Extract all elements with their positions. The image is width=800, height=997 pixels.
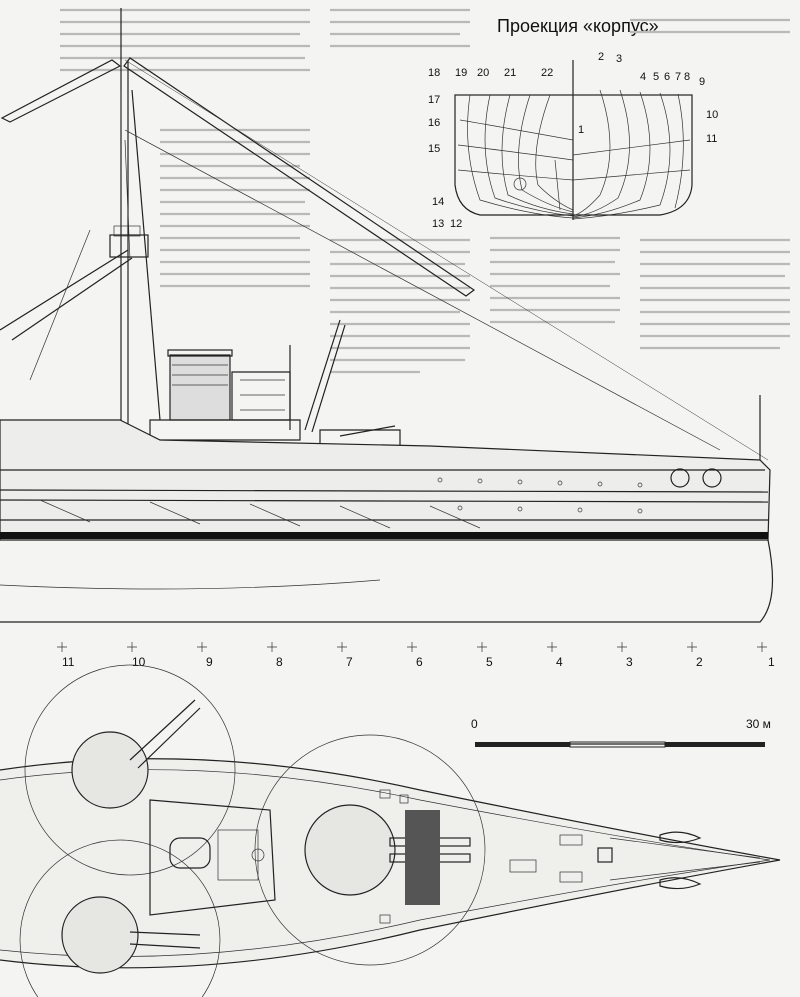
station-label: 2 — [598, 51, 604, 63]
side-profile — [0, 8, 774, 623]
hatched-deck-area — [405, 810, 440, 905]
fore-top — [109, 234, 149, 258]
anchor-hawse-1 — [670, 468, 690, 488]
station-mark: 1 — [768, 655, 775, 669]
station-label: 12 — [450, 218, 462, 230]
station-label: 4 — [640, 71, 646, 83]
station-label: 22 — [541, 67, 553, 79]
station-label: 20 — [477, 67, 489, 79]
station-label: 7 — [675, 71, 681, 83]
station-label: 18 — [428, 67, 440, 79]
station-mark: 4 — [556, 655, 563, 669]
propeller-shaft-circle — [513, 177, 527, 191]
tripod-leg — [0, 249, 129, 331]
station-mark: 6 — [416, 655, 423, 669]
station-marks: 11 10 9 8 7 6 5 4 3 2 1 — [62, 655, 775, 669]
scale-bar-start-label: 0 — [471, 717, 478, 731]
wing-turret-port — [71, 731, 149, 809]
station-label: 11 — [706, 133, 717, 145]
station-label: 17 — [428, 94, 440, 106]
wing-turret-starboard — [61, 896, 139, 974]
body-plan-title: Проекция «корпус» — [497, 16, 659, 36]
station-mark: 10 — [132, 655, 146, 669]
bridge-structure — [231, 371, 291, 421]
station-mark: 5 — [486, 655, 493, 669]
anchor-hawse-2 — [702, 468, 722, 488]
derrick-boom — [123, 57, 476, 297]
station-label: 19 — [455, 67, 467, 79]
waterline-stripe — [0, 532, 768, 539]
background-text-lines — [60, 8, 790, 374]
station-label: 6 — [664, 71, 670, 83]
station-label: 1 — [578, 124, 584, 136]
stay-wire — [124, 129, 721, 451]
anchor-port — [659, 831, 702, 844]
station-label: 15 — [428, 143, 440, 155]
station-label: 21 — [504, 67, 516, 79]
body-plan-station-labels: 1 2 3 4 5 6 7 8 9 10 11 12 13 14 15 16 1… — [428, 51, 718, 230]
tripod-strut — [131, 89, 161, 421]
station-mark: 11 — [62, 655, 75, 669]
body-plan: 1 2 3 4 5 6 7 8 9 10 11 12 13 14 15 16 1… — [428, 51, 718, 230]
station-mark: 7 — [346, 655, 353, 669]
station-mark: 8 — [276, 655, 283, 669]
underwater-hull — [0, 539, 774, 623]
capstan — [597, 847, 613, 863]
scale-bar: 0 30 м — [471, 717, 771, 748]
station-label: 5 — [653, 71, 659, 83]
station-label: 16 — [428, 117, 440, 129]
station-mark: 2 — [696, 655, 703, 669]
body-plan-outline — [454, 94, 693, 216]
aft-boom — [304, 319, 341, 431]
funnel-plan — [169, 837, 211, 869]
funnel — [169, 354, 231, 421]
station-mark: 9 — [206, 655, 213, 669]
signal-yard-left — [0, 59, 122, 123]
station-label: 14 — [432, 196, 444, 208]
station-label: 8 — [684, 71, 690, 83]
turret-arc-fore-port — [24, 664, 236, 876]
station-label: 13 — [432, 218, 444, 230]
central-superstructure — [149, 799, 276, 916]
bow-turret — [304, 804, 396, 896]
hull-side — [0, 419, 771, 541]
station-label: 3 — [616, 53, 622, 65]
station-label: 10 — [706, 109, 718, 121]
bilge-keel — [0, 579, 381, 590]
anchor-starboard — [659, 877, 702, 890]
station-ticks — [57, 642, 767, 652]
station-mark: 3 — [626, 655, 633, 669]
plan-view: 11 10 9 8 7 6 5 4 3 2 1 — [0, 642, 781, 997]
turret-arc-fore-starboard — [19, 839, 221, 997]
station-label: 9 — [699, 76, 705, 88]
portholes — [437, 477, 643, 514]
scale-bar-end-label: 30 м — [746, 717, 771, 731]
